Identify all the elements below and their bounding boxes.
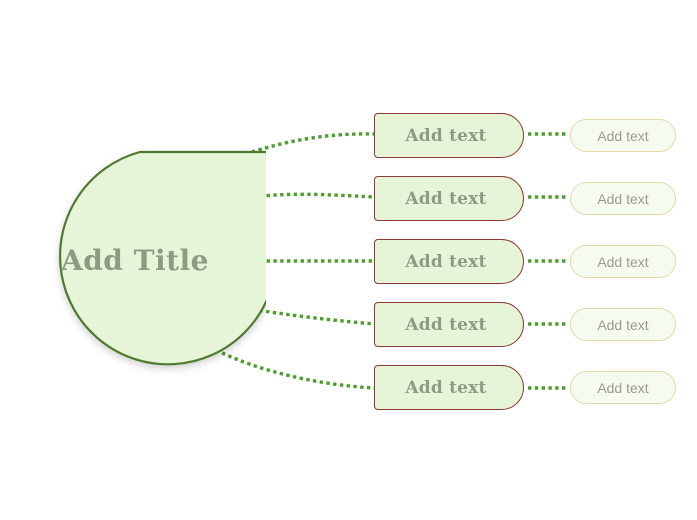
branch-detail-label: Add text	[597, 190, 649, 207]
central-node[interactable]: Add Title	[22, 150, 266, 368]
branch-label: Add text	[405, 125, 487, 146]
branch-detail-label: Add text	[597, 316, 649, 333]
branch-detail-pill-4[interactable]: Add text	[570, 308, 676, 341]
branch-row: Add text Add text	[0, 113, 697, 159]
branch-row: Add text Add text	[0, 239, 697, 285]
branch-detail-pill-1[interactable]: Add text	[570, 119, 676, 152]
branch-row: Add text Add text	[0, 176, 697, 222]
branch-detail-label: Add text	[597, 127, 649, 144]
teardrop-shape-icon	[59, 150, 266, 366]
branch-detail-pill-5[interactable]: Add text	[570, 371, 676, 404]
branch-detail-label: Add text	[597, 253, 649, 270]
branch-detail-label: Add text	[597, 379, 649, 396]
branch-box-1[interactable]: Add text	[374, 113, 524, 158]
branch-box-3[interactable]: Add text	[374, 239, 524, 284]
branch-detail-pill-2[interactable]: Add text	[570, 182, 676, 215]
branch-box-5[interactable]: Add text	[374, 365, 524, 410]
branch-row: Add text Add text	[0, 365, 697, 411]
branch-box-2[interactable]: Add text	[374, 176, 524, 221]
branch-label: Add text	[405, 251, 487, 272]
branch-box-4[interactable]: Add text	[374, 302, 524, 347]
branch-detail-pill-3[interactable]: Add text	[570, 245, 676, 278]
branch-label: Add text	[405, 377, 487, 398]
branch-label: Add text	[405, 188, 487, 209]
branch-row: Add text Add text	[0, 302, 697, 348]
branch-label: Add text	[405, 314, 487, 335]
central-title: Add Title	[61, 243, 209, 277]
